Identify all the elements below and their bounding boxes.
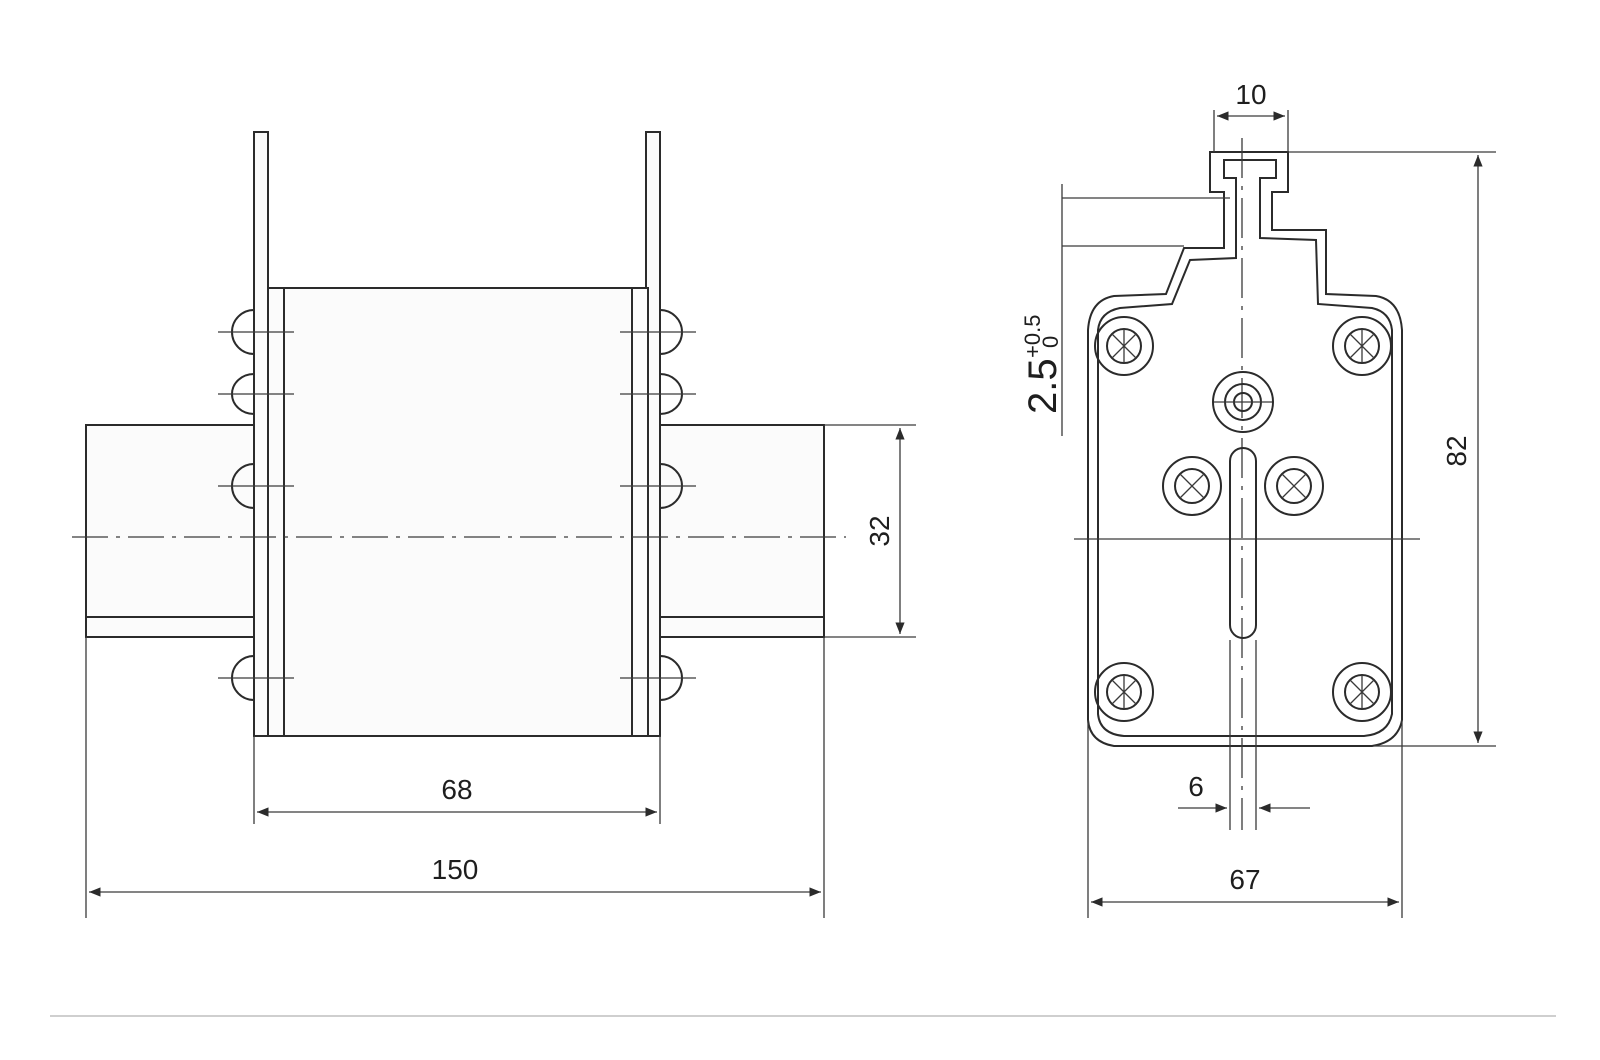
- dim-68: 68: [253, 736, 661, 824]
- side-screw-icons: [1162, 456, 1324, 516]
- left-end-plate: [253, 131, 269, 737]
- right-end-cap: [631, 287, 649, 737]
- left-bolt-heads: [218, 309, 294, 701]
- left-blade: [85, 424, 255, 638]
- dim-2-5-tolerance: 2.5 +0.5 0: [1020, 315, 1065, 414]
- side-view: 10 82 2.5 +0.5 0 6 67: [1020, 79, 1496, 918]
- corner-screw-icons: [1094, 316, 1392, 722]
- left-end-cap: [267, 287, 285, 737]
- dim-67-label: 67: [1229, 864, 1260, 895]
- screw-icon: [1094, 316, 1154, 376]
- fuse-body: [269, 287, 647, 737]
- dim-82-label: 82: [1441, 435, 1472, 466]
- dim-2-5-lower-tolerance: 0: [1038, 336, 1063, 348]
- front-view: 32 68 150: [72, 131, 916, 918]
- dim-10: 10: [1213, 79, 1289, 152]
- dim-6-label: 6: [1188, 771, 1204, 802]
- dim-32: 32: [824, 424, 916, 638]
- indicator-slot: [1229, 447, 1257, 639]
- center-stud-icon: [1212, 371, 1274, 433]
- dim-2-5-label: 2.5: [1021, 358, 1065, 414]
- screw-icon: [1332, 662, 1392, 722]
- screw-icon: [1094, 662, 1154, 722]
- side-inner-contour: [1097, 159, 1393, 737]
- screw-icon: [1332, 316, 1392, 376]
- dim-150-label: 150: [432, 854, 479, 885]
- dim-6: 6: [1178, 640, 1310, 830]
- dim-68-label: 68: [441, 774, 472, 805]
- dim-2-5-upper-tolerance: +0.5: [1020, 315, 1045, 358]
- screw-icon: [1264, 456, 1324, 516]
- right-bolt-heads: [620, 309, 696, 701]
- dim-82: 82: [1288, 151, 1496, 747]
- side-outer-contour: [1087, 151, 1403, 747]
- dim-32-label: 32: [864, 515, 895, 546]
- dim-10-label: 10: [1235, 79, 1266, 110]
- dim-67: 67: [1087, 720, 1403, 918]
- right-blade: [647, 424, 825, 638]
- screw-icon: [1162, 456, 1222, 516]
- dim-150: 150: [85, 637, 825, 918]
